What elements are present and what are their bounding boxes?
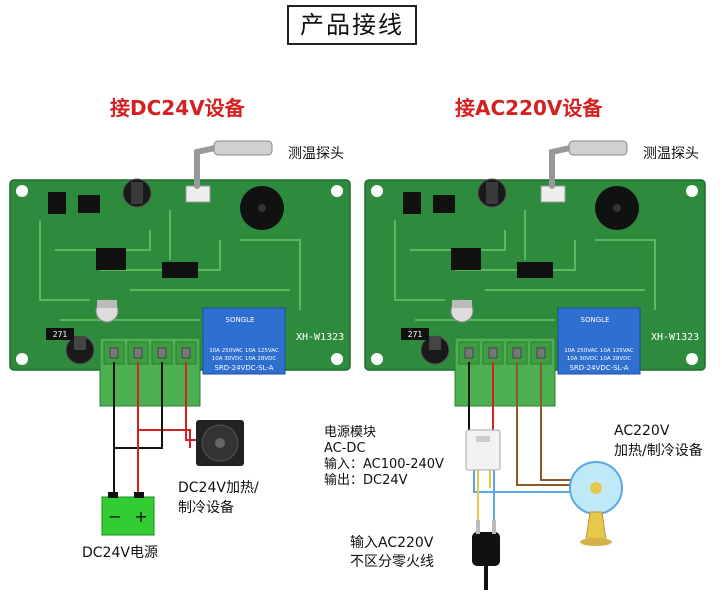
module-label-1: 电源模块 [324,425,377,440]
left-fan-device [196,420,244,466]
right-relay-rating1: 10A 250VAC 10A 125VAC [564,348,634,354]
left-relay-rating2: 10A 30VDC 10A 28VDC [212,356,277,362]
left-temperature-probe [194,140,273,189]
page-title: 产品接线 [287,5,417,45]
right-device-label-2: 加热/制冷设备 [614,443,703,459]
module-label-4: 输出：DC24V [324,473,408,488]
left-resistor-label: 271 [53,330,68,339]
left-battery: − + [101,492,155,536]
left-power-label: DC24V电源 [82,545,158,561]
right-temperature-probe [549,140,628,189]
right-relay-model: SRD-24VDC-SL-A [569,364,628,372]
plug-label-2: 不区分零火线 [350,554,434,570]
right-fan-device [569,461,623,546]
power-module [465,429,501,471]
left-device-label-1: DC24V加热/ [178,480,259,496]
right-device-label-1: AC220V [614,423,670,439]
left-board-model: XH-W1323 [296,332,344,343]
left-probe-label: 测温探头 [288,146,344,162]
module-label-2: AC-DC [324,441,366,456]
ac-plug [472,520,500,590]
left-board: 271 SONGLE 10A 250VAC 10A 125VAC 10A 30V… [9,178,351,407]
battery-plus: + [134,507,147,526]
right-resistor-label: 271 [408,330,423,339]
right-relay-brand: SONGLE [581,316,610,324]
right-relay-rating2: 10A 30VDC 10A 28VDC [567,356,632,362]
right-wiring [468,362,572,532]
battery-minus: − [108,507,121,526]
left-relay-model: SRD-24VDC-SL-A [214,364,273,372]
left-heading: 接DC24V设备 [110,96,245,120]
plug-label-1: 输入AC220V [350,535,434,551]
left-relay-rating1: 10A 250VAC 10A 125VAC [209,348,279,354]
left-relay-brand: SONGLE [226,316,255,324]
right-board: 271 SONGLE 10A 250VAC 10A 125VAC 10A 30V… [364,178,706,407]
right-heading: 接AC220V设备 [455,96,603,120]
left-wiring [113,362,198,497]
right-probe-label: 测温探头 [643,146,699,162]
left-device-label-2: 制冷设备 [178,500,234,516]
module-label-3: 输入：AC100-240V [324,457,444,472]
right-board-model: XH-W1323 [651,332,699,343]
